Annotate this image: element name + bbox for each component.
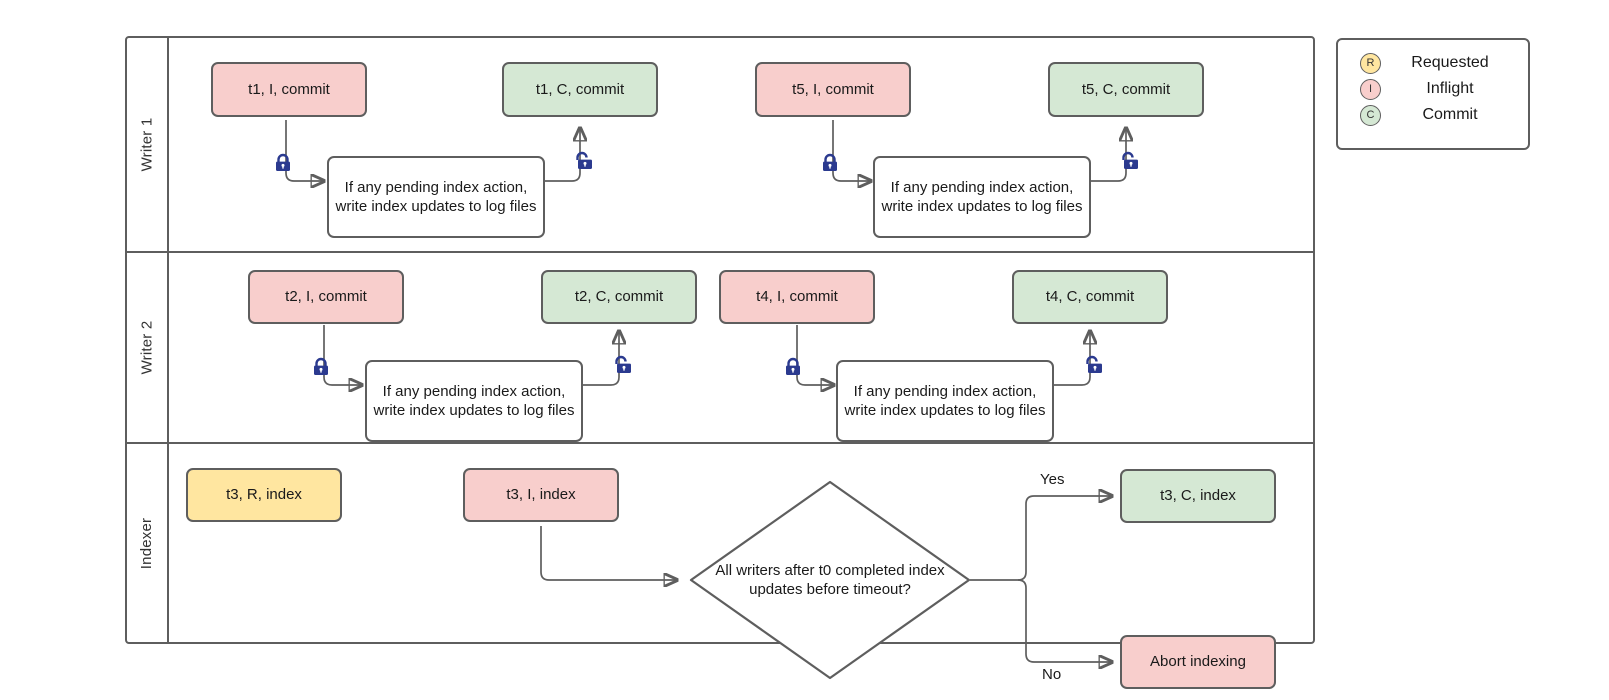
legend-item-requested: R Requested <box>1338 50 1528 76</box>
node-w1-t5-inflight[interactable]: t5, I, commit <box>755 62 911 117</box>
legend-label-requested: Requested <box>1411 54 1489 71</box>
lock-open-icon <box>612 355 632 375</box>
node-w1-task-2[interactable]: If any pending index action, write index… <box>873 156 1091 238</box>
legend-panel: R Requested I Inflight C Commit <box>1336 38 1530 150</box>
lock-open-icon <box>573 151 593 171</box>
legend-item-inflight: I Inflight <box>1338 76 1528 102</box>
node-w2-t2-commit[interactable]: t2, C, commit <box>541 270 697 324</box>
lock-closed-icon <box>820 153 840 173</box>
node-ix-abort[interactable]: Abort indexing <box>1120 635 1276 689</box>
lock-open-icon <box>1083 355 1103 375</box>
lock-closed-icon <box>311 357 331 377</box>
legend-item-commit: C Commit <box>1338 102 1528 128</box>
status-inflight-icon: I <box>1360 78 1381 100</box>
legend-label-inflight: Inflight <box>1426 80 1474 97</box>
swimlane-pool: Writer 1 <box>125 36 1315 689</box>
node-ix-t3-commit[interactable]: t3, C, index <box>1120 469 1276 523</box>
lane-body-writer1: t1, I, commit If any pending index actio… <box>169 38 1313 251</box>
lane-title-writer1: Writer 1 <box>138 117 156 172</box>
lane-body-indexer: t3, R, index t3, I, index All writers af… <box>169 444 1313 689</box>
lock-closed-icon <box>273 153 293 173</box>
lane-title-indexer: Indexer <box>138 517 156 569</box>
node-ix-t3-inflight[interactable]: t3, I, index <box>463 468 619 522</box>
edge-label-yes: Yes <box>1040 471 1065 488</box>
lane-header-indexer: Indexer <box>127 444 169 642</box>
node-w1-t1-commit[interactable]: t1, C, commit <box>502 62 658 117</box>
node-w2-t4-commit[interactable]: t4, C, commit <box>1012 270 1168 324</box>
lane-header-writer2: Writer 2 <box>127 253 169 442</box>
node-w1-t1-inflight[interactable]: t1, I, commit <box>211 62 367 117</box>
status-commit-icon: C <box>1360 104 1381 126</box>
node-w1-task-1[interactable]: If any pending index action, write index… <box>327 156 545 238</box>
node-ix-decision[interactable]: All writers after t0 completed index upd… <box>688 479 972 681</box>
node-w2-t4-inflight[interactable]: t4, I, commit <box>719 270 875 324</box>
node-w2-task-2[interactable]: If any pending index action, write index… <box>836 360 1054 442</box>
lock-open-icon <box>1119 151 1139 171</box>
node-w2-task-1[interactable]: If any pending index action, write index… <box>365 360 583 442</box>
lane-header-writer1: Writer 1 <box>127 38 169 251</box>
node-w2-t2-inflight[interactable]: t2, I, commit <box>248 270 404 324</box>
lock-closed-icon <box>783 357 803 377</box>
status-requested-icon: R <box>1360 52 1381 74</box>
edge-label-no: No <box>1042 666 1062 683</box>
node-w1-t5-commit[interactable]: t5, C, commit <box>1048 62 1204 117</box>
legend-label-commit: Commit <box>1422 106 1478 123</box>
lane-title-writer2: Writer 2 <box>138 320 156 375</box>
lane-writer1: Writer 1 <box>127 38 1313 253</box>
decision-diamond-shape <box>689 480 971 680</box>
lane-writer2: Writer 2 t2, I, commit If any pending in… <box>127 253 1313 444</box>
node-ix-t3-requested[interactable]: t3, R, index <box>186 468 342 522</box>
lane-body-writer2: t2, I, commit If any pending index actio… <box>169 253 1313 442</box>
lane-indexer: Indexer <box>127 444 1313 689</box>
